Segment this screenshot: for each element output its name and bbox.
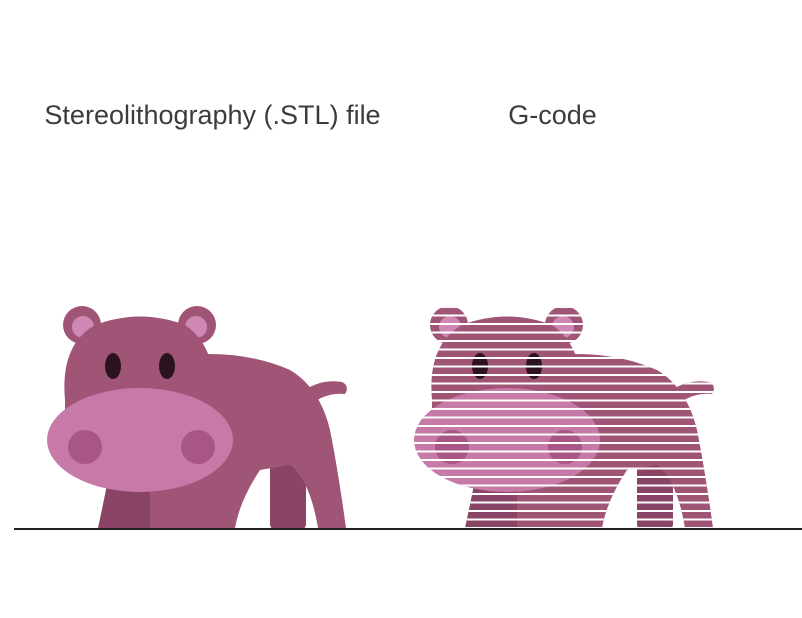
stl-file-label: Stereolithography (.STL) file (44, 100, 381, 130)
gcode-label: G-code (508, 100, 597, 130)
stl-hippo-model (47, 306, 347, 530)
gcode-hippo-model (414, 306, 714, 530)
gcode-slice-lines (414, 306, 714, 530)
